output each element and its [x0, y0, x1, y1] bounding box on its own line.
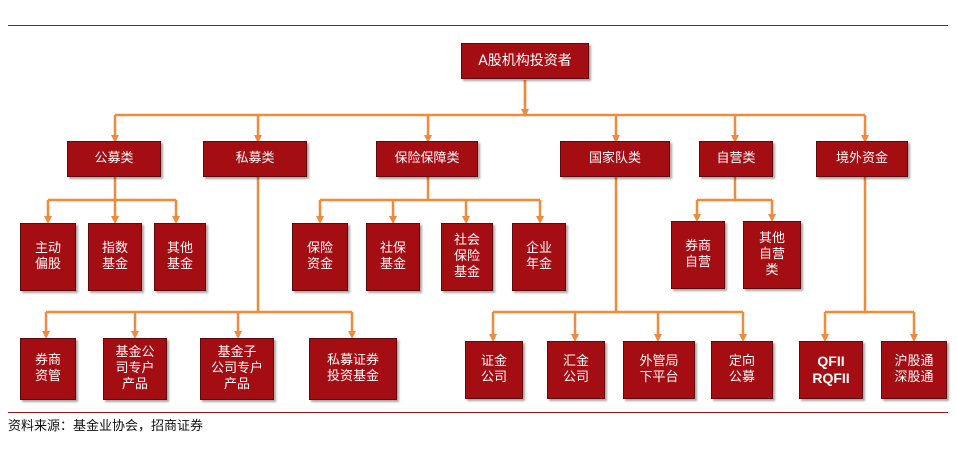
leaf-broker-proprietary: 券商 自营 [671, 221, 725, 289]
category-proprietary: 自营类 [699, 141, 773, 177]
leaf-insurance-capital: 保险 资金 [292, 223, 348, 291]
leaf-stock-connect: 沪股通 深股通 [881, 341, 947, 399]
leaf-csf: 证金 公司 [465, 341, 523, 399]
leaf-active-equity: 主动 偏股 [20, 223, 76, 291]
category-private: 私募类 [203, 141, 307, 177]
top-rule [8, 25, 948, 26]
bottom-rule [8, 412, 948, 413]
leaf-other-fund: 其他 基金 [154, 223, 206, 291]
category-national: 国家队类 [560, 141, 670, 177]
category-insurance: 保险保障类 [376, 141, 478, 177]
leaf-index-fund: 指数 基金 [88, 223, 142, 291]
leaf-other-proprietary: 其他 自营 类 [743, 221, 801, 289]
leaf-safe-platform: 外管局 下平台 [623, 341, 695, 399]
leaf-fund-special-account: 基金公 司专户 产品 [103, 338, 167, 400]
leaf-social-insurance-fund: 社会 保险 基金 [441, 223, 493, 291]
root-node: A股机构投资者 [461, 43, 589, 79]
leaf-social-security-fund: 社保 基金 [366, 223, 420, 291]
leaf-fund-subsidiary-account: 基金子 公司专户 产品 [200, 338, 274, 400]
category-public: 公募类 [67, 141, 161, 177]
source-note: 资料来源：基金业协会，招商证券 [8, 419, 204, 434]
leaf-central-huijin: 汇金 公司 [547, 341, 605, 399]
category-overseas: 境外资金 [816, 141, 908, 177]
leaf-enterprise-annuity: 企业 年金 [512, 223, 566, 291]
leaf-private-securities-fund: 私募证券 投资基金 [309, 338, 397, 400]
leaf-qfii-rqfii: QFII RQFII [799, 341, 863, 399]
leaf-broker-am: 券商 资管 [20, 338, 76, 400]
leaf-directed-public-fund: 定向 公募 [711, 341, 773, 399]
